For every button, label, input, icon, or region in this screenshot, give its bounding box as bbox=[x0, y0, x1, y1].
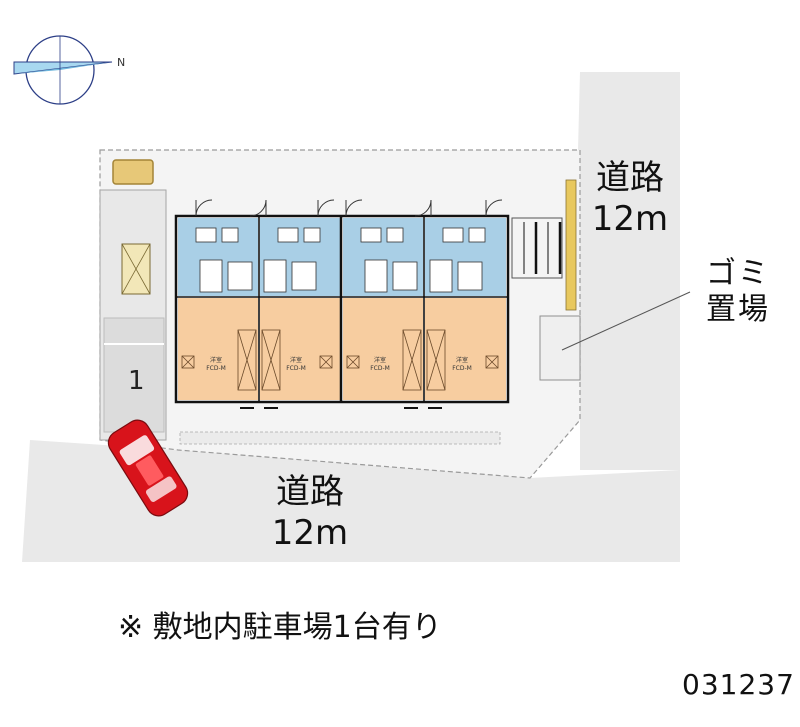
garbage-label: ゴミ 置場 bbox=[698, 256, 778, 328]
compass-north-letter: N bbox=[117, 56, 126, 69]
balconies bbox=[240, 401, 442, 409]
room-label-2b: FCD-M bbox=[286, 365, 306, 372]
room-1 bbox=[178, 298, 258, 400]
parking-spot-number: 1 bbox=[128, 366, 145, 396]
room-labels: 洋室 FCD-M 洋室 FCD-M 洋室 FCD-M 洋室 FCD-M bbox=[206, 356, 472, 372]
staircase bbox=[511, 217, 563, 279]
garbage-leader bbox=[561, 291, 691, 351]
room-3 bbox=[343, 298, 423, 400]
right-road bbox=[578, 72, 680, 470]
room-label-4: 洋室 bbox=[456, 356, 468, 364]
doors bbox=[195, 199, 503, 217]
room-label-3b: FCD-M bbox=[370, 365, 390, 372]
room-label-4b: FCD-M bbox=[452, 365, 472, 372]
road-right-name: 道路 bbox=[596, 158, 664, 198]
garbage-label-line2: 置場 bbox=[706, 292, 770, 327]
parking-space bbox=[103, 317, 165, 433]
road-label-right: 道路 12m bbox=[590, 158, 670, 240]
planter-box bbox=[112, 159, 154, 185]
road-label-bottom: 道路 12m bbox=[262, 472, 358, 554]
compass-icon bbox=[13, 35, 113, 105]
hedge bbox=[565, 179, 577, 311]
road-bottom-width: 12m bbox=[271, 512, 349, 553]
ac-units bbox=[181, 355, 499, 369]
closets bbox=[237, 329, 446, 391]
fixtures bbox=[195, 227, 486, 293]
garbage-area bbox=[539, 315, 581, 381]
bottom-road bbox=[22, 440, 680, 562]
room-2 bbox=[260, 298, 340, 400]
property-code: 031237 bbox=[682, 668, 795, 701]
road-bottom-name: 道路 bbox=[276, 472, 344, 512]
parking-note: ※ 敷地内駐車場1台有り bbox=[118, 610, 442, 645]
room-label-3: 洋室 bbox=[374, 356, 386, 364]
room-label-1b: FCD-M bbox=[206, 365, 226, 372]
room-label-2: 洋室 bbox=[290, 356, 302, 364]
utility-box bbox=[121, 243, 151, 295]
car-icon bbox=[107, 419, 189, 517]
gutter bbox=[179, 431, 501, 445]
garbage-label-line1: ゴミ bbox=[706, 256, 770, 291]
room-4 bbox=[425, 298, 506, 400]
room-label-1: 洋室 bbox=[210, 356, 222, 364]
road-right-width: 12m bbox=[591, 198, 669, 239]
